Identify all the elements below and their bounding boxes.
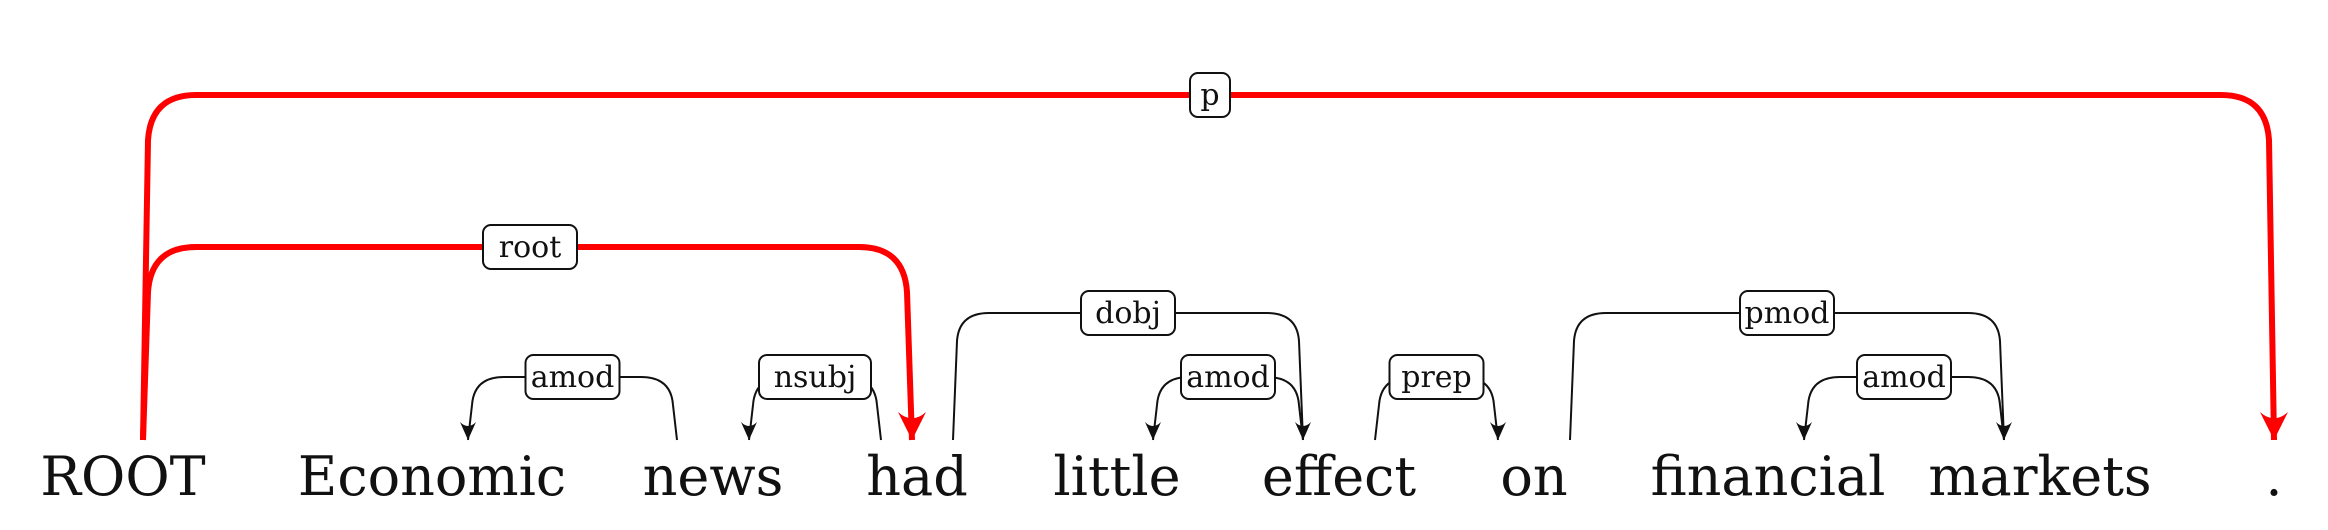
arc-label-root-1: root: [482, 224, 578, 270]
word-news: news: [643, 445, 784, 508]
arcs-layer: p root dobj pmod amod nsubj amod prep amod: [140, 72, 2288, 441]
arc-label-box: [1189, 72, 1231, 118]
arrowhead-amod-6: [1145, 422, 1161, 440]
arrowhead-amod-8: [1796, 422, 1812, 440]
arc-label-text: amod: [1186, 360, 1270, 395]
arc-label-dobj-2: dobj: [1080, 290, 1176, 336]
arrowhead-nsubj-5: [741, 422, 757, 440]
word-root: ROOT: [40, 445, 205, 508]
arc-label-amod-4: amod: [524, 354, 621, 400]
arc-label-text: nsubj: [774, 360, 857, 395]
word-period: .: [2265, 445, 2282, 508]
arc-label-text: amod: [531, 360, 615, 395]
arrowhead-p-0: [2260, 412, 2288, 440]
arrowhead-prep-7: [1490, 422, 1506, 440]
word-on: on: [1500, 445, 1567, 508]
arc-label-prep-7: prep: [1388, 354, 1485, 400]
word-economic: Economic: [298, 445, 566, 508]
arc-label-box: [1180, 354, 1276, 400]
arc-label-text: amod: [1862, 360, 1946, 395]
arc-label-box: [1856, 354, 1952, 400]
arc-label-box: [524, 354, 621, 400]
arc-label-box: [1080, 290, 1176, 336]
arc-label-text: prep: [1401, 360, 1472, 395]
word-effect: effect: [1262, 445, 1417, 508]
word-markets: markets: [1928, 445, 2151, 508]
arc-label-box: [482, 224, 578, 270]
arc-label-text: dobj: [1095, 296, 1161, 331]
word-financial: financial: [1651, 445, 1886, 508]
arc-label-box: [1739, 290, 1835, 336]
word-had: had: [866, 445, 968, 508]
arc-label-text: root: [499, 230, 562, 265]
arc-label-text: p: [1200, 78, 1219, 113]
arrowhead-root-1: [898, 412, 926, 440]
arrowhead-pmod-3: [1996, 422, 2012, 440]
arc-label-amod-8: amod: [1856, 354, 1952, 400]
arrowhead-amod-4: [460, 422, 476, 440]
arc-root-1: [140, 244, 915, 441]
arrowhead-dobj-2: [1295, 422, 1311, 440]
arc-label-p-0: p: [1189, 72, 1231, 118]
arc-label-box: [1388, 354, 1485, 400]
arc-label-pmod-3: pmod: [1739, 290, 1835, 336]
arc-label-amod-6: amod: [1180, 354, 1276, 400]
arc-label-text: pmod: [1745, 296, 1830, 331]
words-layer: ROOT Economic news had little effect on financi…: [40, 445, 2282, 508]
arc-label-box: [758, 354, 872, 400]
arc-label-nsubj-5: nsubj: [758, 354, 872, 400]
word-little: little: [1053, 445, 1180, 508]
